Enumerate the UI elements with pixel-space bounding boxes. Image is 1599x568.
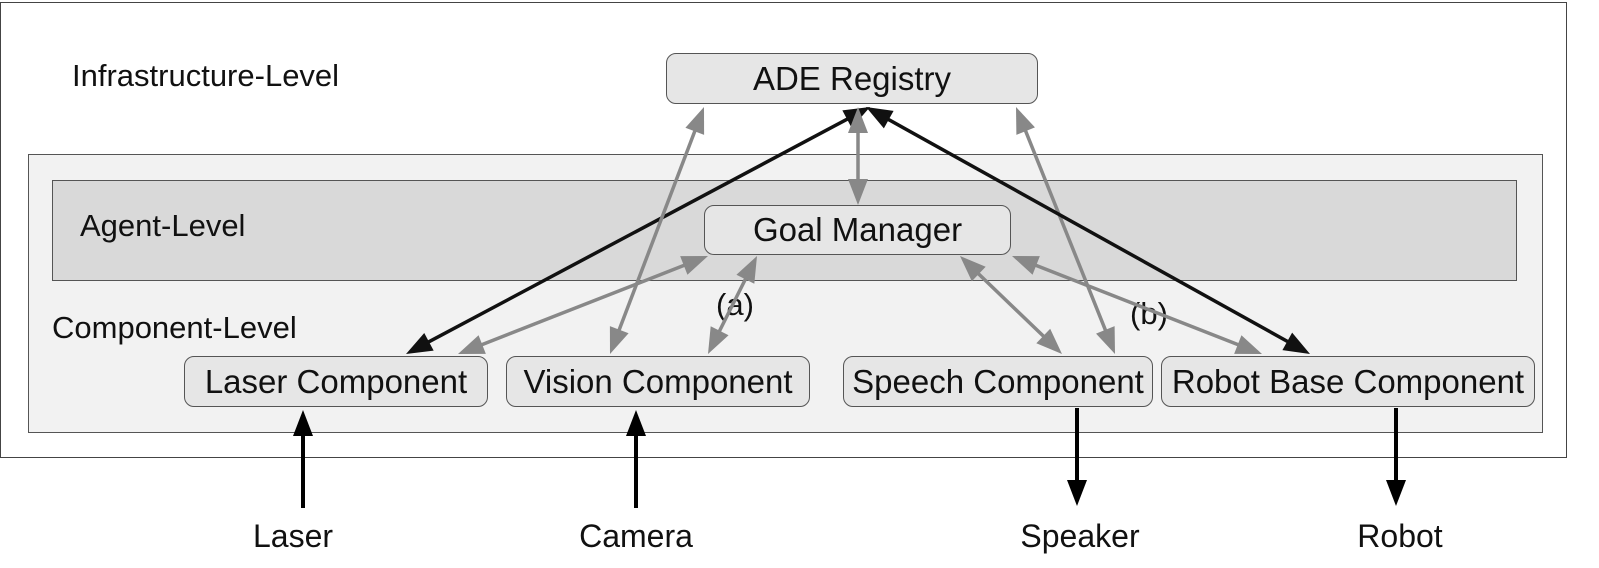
arrow-registry-goal-manager-head-end [848, 107, 868, 133]
robot-base-component-node[interactable]: Robot Base Component [1161, 356, 1535, 407]
arrow-goal-robot-base-head-start [1234, 335, 1262, 354]
arrow-registry-robot-base-head-start [1282, 332, 1310, 354]
arrow-registry-laser-head-start [406, 332, 434, 354]
arrow-registry-speech-line [1021, 124, 1110, 337]
arrow-laser-input-head-end [293, 410, 313, 436]
speech-component-node[interactable]: Speech Component [843, 356, 1153, 407]
laser-component-node[interactable]: Laser Component [184, 356, 488, 407]
arrow-registry-speech-head-start [1096, 326, 1115, 354]
arrow-robot-output-head-end [1386, 480, 1406, 506]
infrastructure-level-label: Infrastructure-Level [72, 58, 340, 93]
arrow-goal-laser-head-start [458, 335, 486, 354]
arrow-goal-laser-head-end [680, 256, 708, 275]
vision-component-node[interactable]: Vision Component [506, 356, 810, 407]
agent-level-label: Agent-Level [80, 208, 246, 243]
speaker-device-label: Speaker [1020, 518, 1140, 554]
arrow-goal-robot-base-line [1029, 261, 1245, 349]
laser-device-label: Laser [252, 518, 334, 554]
arrow-speaker-output-head-end [1067, 480, 1087, 506]
arrow-goal-speech-line [973, 268, 1049, 342]
arrow-registry-vision-line [615, 125, 699, 336]
ade-registry-node[interactable]: ADE Registry [666, 53, 1038, 104]
arrow-registry-goal-manager-head-start [848, 179, 868, 205]
robot-device-label: Robot [1357, 518, 1443, 554]
arrow-registry-vision-head-start [609, 326, 629, 354]
arrow-goal-speech-head-start [1036, 328, 1062, 354]
goal-manager-node[interactable]: Goal Manager [704, 205, 1011, 255]
component-level-label: Component-Level [52, 310, 297, 345]
arrow-goal-speech-head-end [960, 256, 986, 282]
arrow-goal-vision-head-start [708, 326, 729, 354]
arrow-registry-robot-base-head-end [866, 107, 894, 129]
arrow-registry-speech-head-end [1016, 107, 1035, 135]
annotation-a: (a) [716, 287, 754, 322]
arrow-goal-robot-base-head-end [1012, 256, 1040, 275]
arrow-registry-robot-base-line [882, 115, 1294, 346]
arrow-camera-input-head-end [626, 410, 646, 436]
arrow-goal-vision-head-end [736, 256, 757, 284]
arrow-goal-laser-line [475, 261, 691, 349]
arrow-registry-laser-line [422, 114, 854, 347]
camera-device-label: Camera [579, 518, 693, 554]
arrow-registry-vision-head-end [685, 107, 705, 135]
arrow-goal-vision-line [715, 273, 750, 337]
